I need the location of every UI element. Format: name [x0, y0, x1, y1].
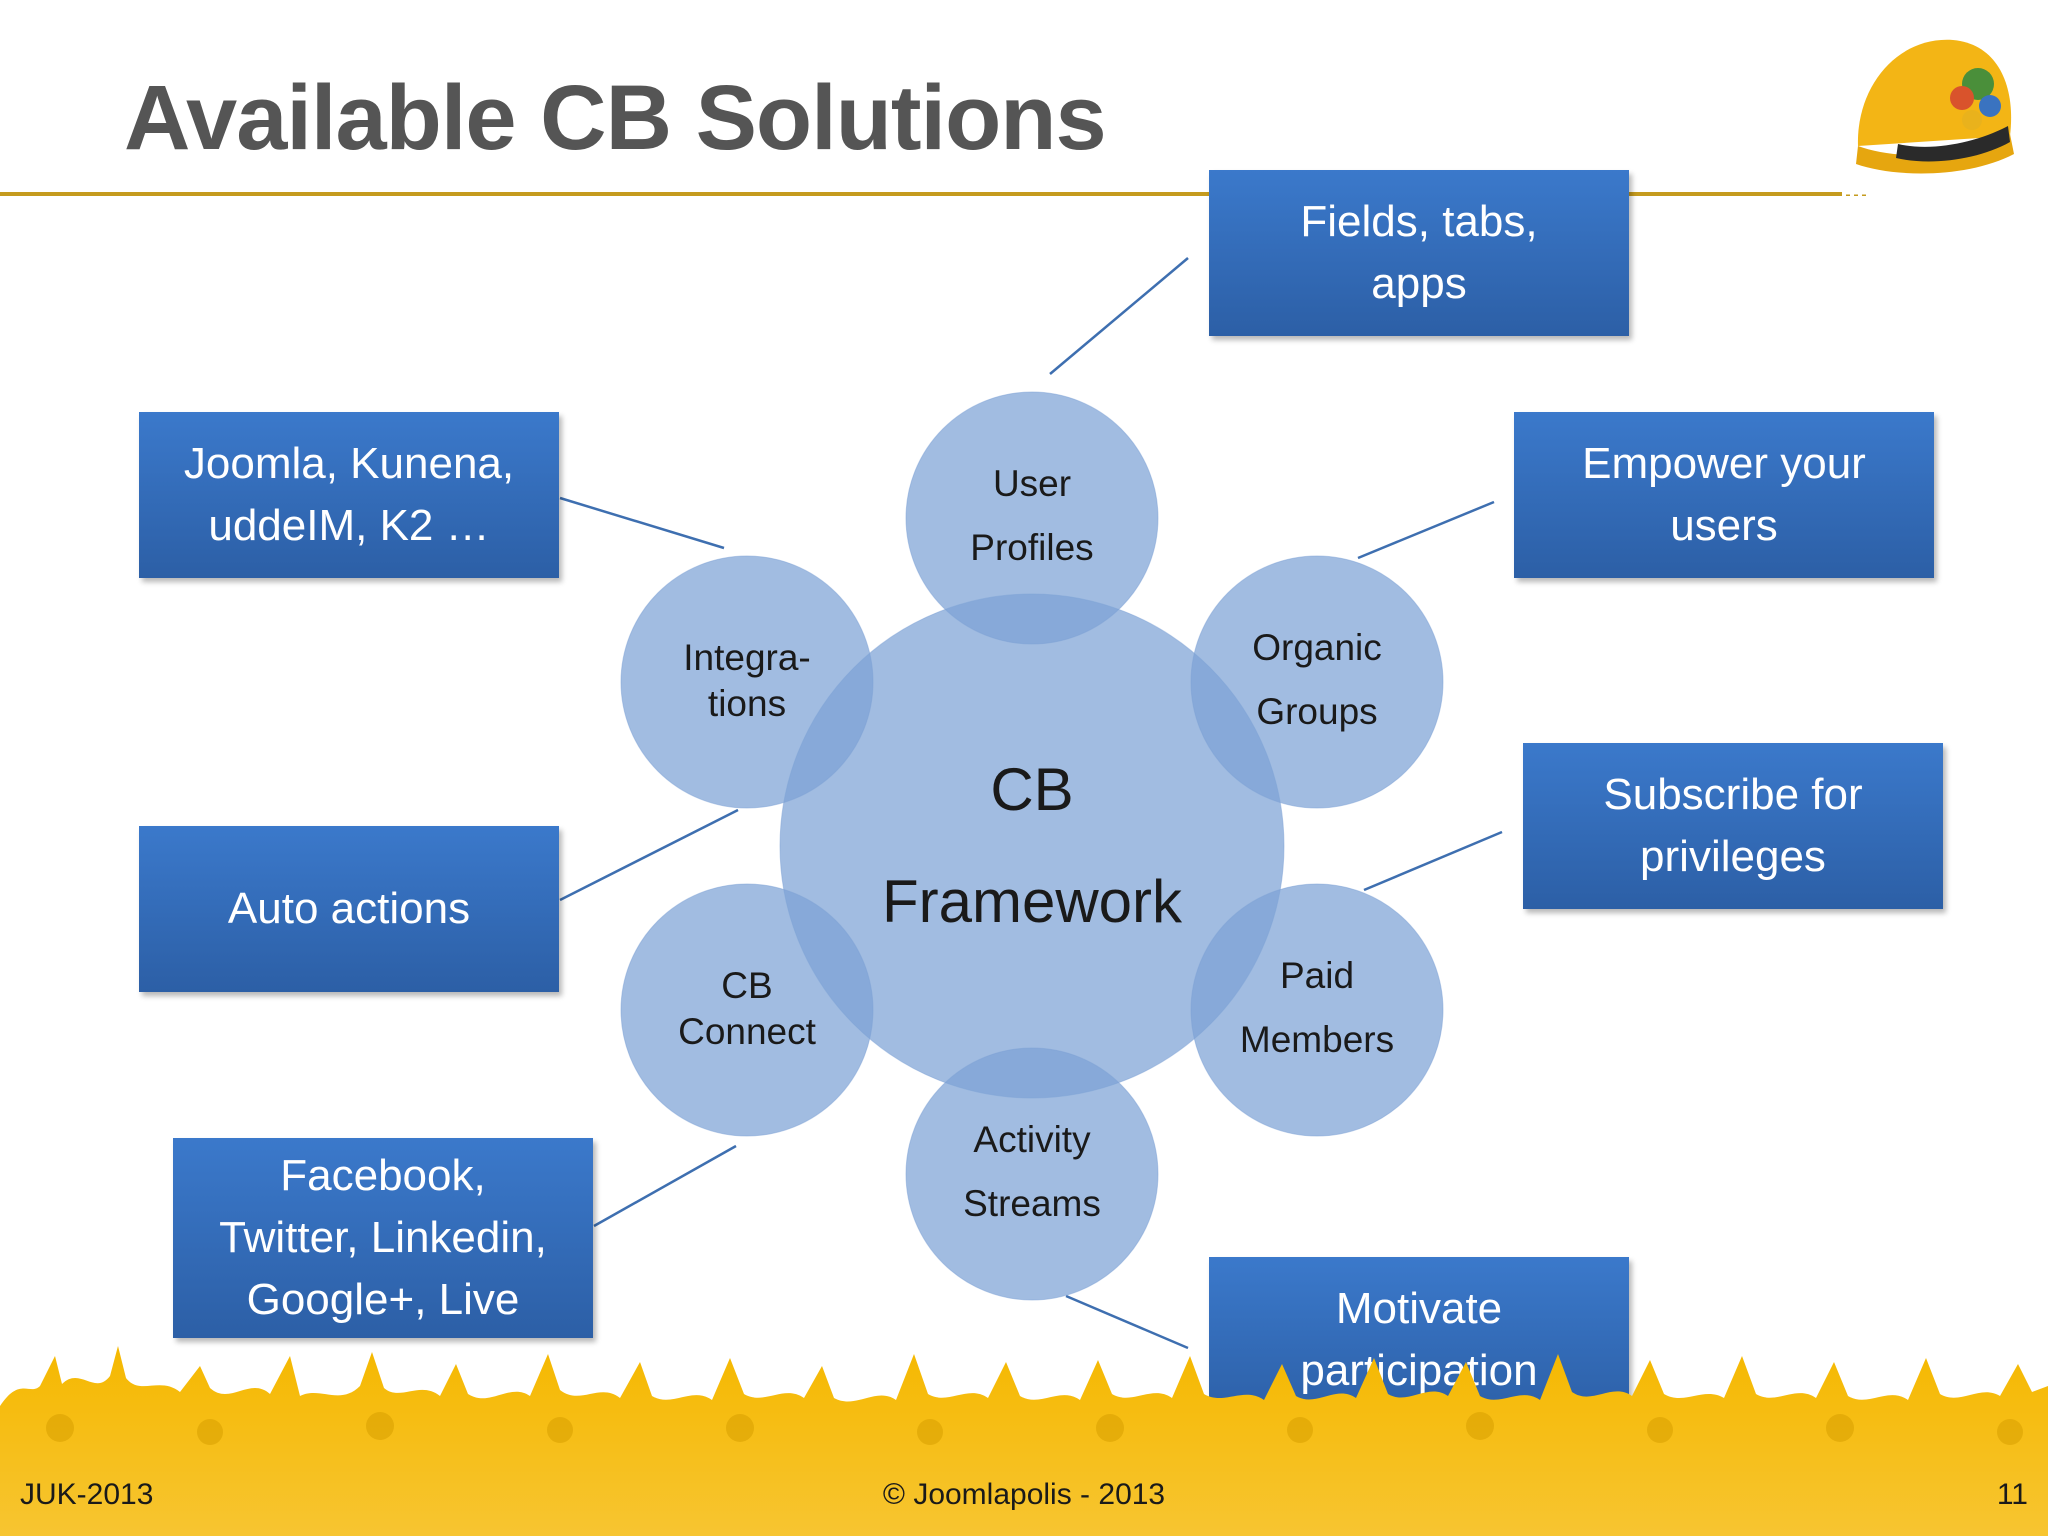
callout-text: Subscribe for [1603, 770, 1863, 819]
node-label: tions [707, 683, 787, 724]
node-paid-members: Paid Members [1197, 944, 1437, 1072]
connector-organic-groups [1357, 500, 1495, 560]
callout-text: Facebook, [280, 1151, 486, 1200]
connector-integrations [559, 496, 725, 550]
footer-event-label: JUK-2013 [20, 1478, 154, 1511]
callout-text: apps [1371, 259, 1467, 308]
callout-text: Fields, tabs, [1300, 197, 1538, 246]
node-label: Organic [1252, 627, 1382, 668]
node-label: User [992, 463, 1072, 504]
circle-user-profiles [905, 391, 1159, 645]
node-label: Streams [963, 1183, 1101, 1224]
node-label: Activity [973, 1119, 1091, 1160]
node-label: Groups [1256, 691, 1378, 732]
node-label: Integra- [683, 637, 811, 678]
node-integrations: Integra- tions [627, 635, 867, 727]
node-label: Connect [678, 1011, 816, 1052]
callout-auto-actions: Auto actions [139, 826, 559, 992]
callout-empower-users: Empower your users [1514, 412, 1934, 578]
construction-helmet-icon [1838, 39, 2014, 196]
callout-text: users [1670, 501, 1778, 550]
callout-text: uddeIM, K2 … [208, 501, 490, 550]
connector-paid-members [1363, 830, 1503, 892]
callout-joomla-kunena: Joomla, Kunena, uddeIM, K2 … [139, 412, 559, 578]
callout-text: Twitter, Linkedin, [219, 1213, 547, 1262]
connector-user-profiles [1049, 257, 1189, 375]
title-divider [0, 192, 1842, 196]
footer-copyright: © Joomlapolis - 2013 [882, 1478, 1166, 1511]
center-label-line1: CB [990, 756, 1074, 823]
connector-activity-streams [1065, 1294, 1189, 1350]
node-label: Profiles [970, 527, 1094, 568]
circle-cb-connect [620, 883, 874, 1137]
center-label: CB Framework [832, 734, 1232, 958]
node-label: Members [1239, 1019, 1395, 1060]
slide-title: Available CB Solutions [124, 67, 1107, 169]
center-label-line2: Framework [881, 868, 1183, 935]
node-label: Paid [1279, 955, 1355, 996]
callout-text: Google+, Live [246, 1275, 520, 1324]
callout-text: participation [1300, 1346, 1538, 1395]
node-organic-groups: Organic Groups [1197, 616, 1437, 744]
node-cb-connect: CB Connect [627, 963, 867, 1055]
callout-fields-tabs-apps: Fields, tabs, apps [1209, 170, 1629, 336]
callout-text: Joomla, Kunena, [183, 439, 515, 488]
connector-auto-actions [559, 808, 739, 902]
callout-social-networks: Facebook, Twitter, Linkedin, Google+, Live [173, 1138, 593, 1338]
node-user-profiles: User Profiles [912, 452, 1152, 580]
callout-text: Empower your [1582, 439, 1866, 488]
callout-text: Auto actions [227, 884, 471, 933]
circle-paid-members [1190, 883, 1444, 1137]
callout-text: privileges [1640, 832, 1826, 881]
page-number: 11 [1996, 1478, 2028, 1511]
circle-organic-groups [1190, 555, 1444, 809]
circle-integrations [620, 555, 874, 809]
crowd-footer-graphic [0, 1346, 2048, 1536]
connector-cb-connect [593, 1144, 737, 1228]
node-activity-streams: Activity Streams [912, 1108, 1152, 1236]
callout-text: Motivate [1335, 1284, 1503, 1333]
callout-subscribe-privileges: Subscribe for privileges [1523, 743, 1943, 909]
node-label: CB [721, 965, 773, 1006]
circle-activity-streams [905, 1047, 1159, 1301]
